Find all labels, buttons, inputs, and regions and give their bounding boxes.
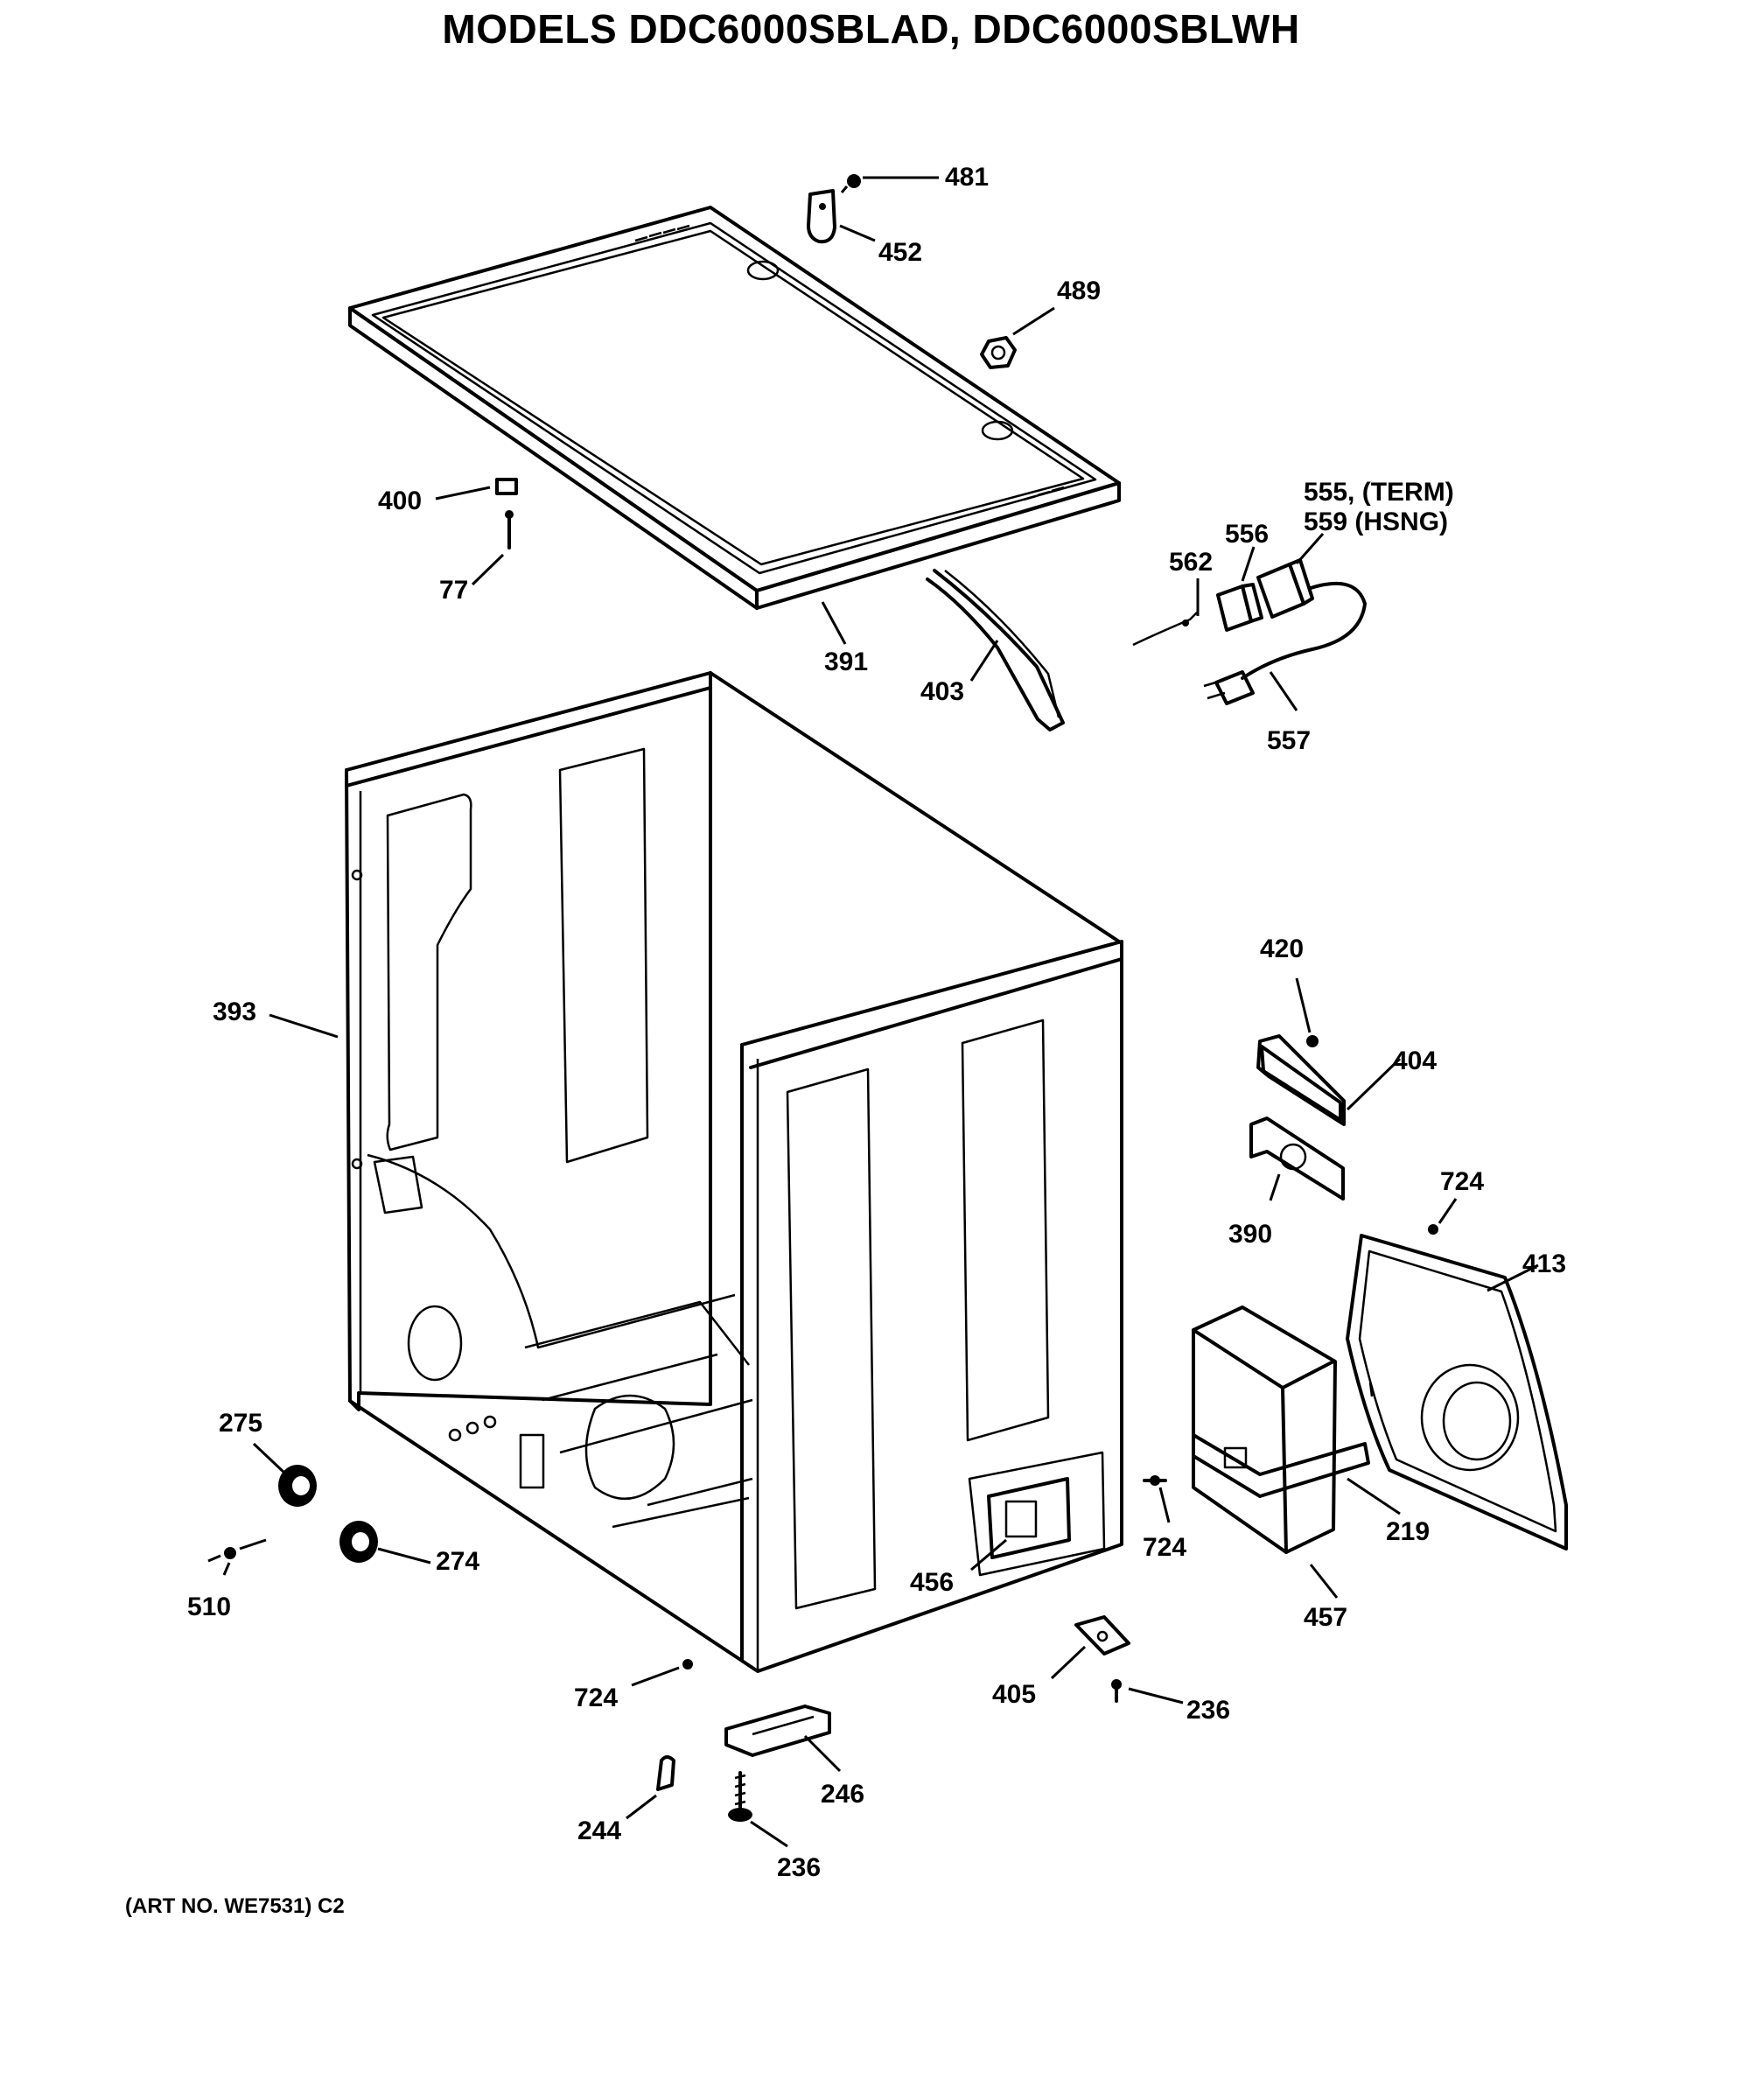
callout-557: 557 [1267,726,1311,755]
part-275-knob [252,1442,317,1507]
part-274-knob [339,1521,431,1564]
callout-404: 404 [1393,1046,1437,1075]
callout-724-b: 724 [1143,1533,1186,1562]
part-405-bracket [1050,1615,1130,1680]
callout-391: 391 [824,648,868,676]
callout-420: 420 [1260,934,1304,963]
part-724-screw-b [1143,1475,1171,1523]
callout-274: 274 [436,1547,479,1576]
callout-555: 555, (TERM) [1304,478,1454,507]
part-404-cover [1256,1034,1402,1126]
part-236-leveling-leg [728,1771,788,1848]
part-562-wire [1132,578,1200,647]
page-title: MODELS DDC6000SBLAD, DDC6000SBLWH [442,6,1300,52]
callout-556: 556 [1225,520,1269,549]
callout-219: 219 [1386,1517,1430,1546]
callout-244: 244 [577,1816,621,1845]
part-219-strap [1192,1433,1401,1516]
part-413-rear-panel [1346,1234,1568,1550]
callout-77: 77 [439,576,468,605]
part-481-screw [840,174,939,193]
callout-275: 275 [219,1409,262,1438]
callout-403: 403 [920,677,964,706]
part-510-screw [207,1538,267,1576]
callout-246: 246 [821,1780,864,1809]
part-77-screw [471,510,514,586]
part-244-foot [626,1755,675,1820]
part-555-559-housing [1256,533,1325,619]
part-452-clip [807,189,876,244]
callout-562: 562 [1169,548,1213,577]
callout-236-a: 236 [1186,1696,1230,1725]
part-556-terminal-block [1216,546,1263,632]
callout-510: 510 [187,1592,231,1621]
part-236-screw-a [1111,1679,1184,1704]
art-number-caption: (ART NO. WE7531) C2 [125,1894,345,1918]
cabinet-drawing [345,671,1123,1673]
callout-481: 481 [945,163,989,192]
part-457-heater [1192,1306,1339,1599]
part-420-screw [1295,977,1319,1047]
callout-559: 559 (HSNG) [1304,508,1448,536]
callout-236-b: 236 [777,1853,821,1882]
part-489-nut [980,306,1055,369]
callout-400: 400 [378,486,422,515]
callout-724-a: 724 [1440,1167,1484,1196]
part-724-screw-a [1428,1198,1458,1235]
part-403-harness [926,569,1065,732]
part-390-plate [1249,1116,1345,1201]
callout-390: 390 [1228,1220,1272,1249]
callout-405: 405 [992,1680,1036,1709]
part-246-bracket [724,1704,842,1773]
callout-489: 489 [1057,276,1101,305]
part-557-power-cord [1203,581,1367,711]
callout-724-c: 724 [574,1684,618,1712]
callout-457: 457 [1304,1603,1347,1632]
callout-452: 452 [878,238,922,267]
top-panel-drawing [348,206,1121,610]
callout-456: 456 [910,1568,954,1597]
callout-413: 413 [1522,1250,1566,1278]
part-400-clip [435,478,518,500]
callout-393: 393 [213,998,256,1026]
part-724-screw-c [631,1659,693,1687]
part-456-bracket [970,1477,1071,1572]
